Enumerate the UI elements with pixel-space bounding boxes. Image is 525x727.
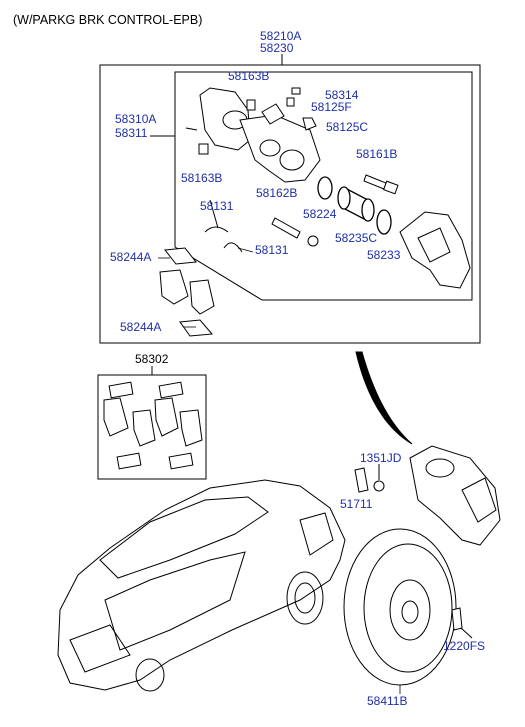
label-guide-rod-2[interactable]: 58162B bbox=[256, 186, 298, 200]
label-carrier[interactable]: 58233 bbox=[367, 248, 401, 262]
label-bleeder-cap[interactable]: 58314 bbox=[325, 88, 359, 102]
brake-disc bbox=[343, 528, 457, 686]
disc-screw bbox=[451, 607, 473, 639]
inner-box bbox=[174, 71, 473, 301]
bleeder-cap-2-icon bbox=[302, 117, 317, 131]
detail-swoosh bbox=[355, 351, 413, 445]
carrier-bracket bbox=[399, 211, 471, 289]
label-bolt-upper[interactable]: 58163B bbox=[228, 69, 270, 83]
label-spring-2[interactable]: 58131 bbox=[255, 243, 289, 257]
spring-icon-1 bbox=[204, 226, 229, 233]
bleeder-screw-icon bbox=[286, 97, 295, 107]
label-assy-top-2[interactable]: 58230 bbox=[260, 41, 294, 55]
bleeder-cap-icon bbox=[291, 87, 301, 95]
diagram-header: (W/PARKG BRK CONTROL-EPB) bbox=[13, 13, 203, 27]
bolt-lower-icon bbox=[198, 143, 209, 155]
dust-boot-icon bbox=[376, 209, 392, 235]
knuckle-bolts bbox=[354, 464, 385, 493]
bleeder-hardware bbox=[185, 87, 317, 155]
assembly-frame bbox=[99, 54, 481, 344]
label-caliper-assy-2[interactable]: 58311 bbox=[115, 126, 148, 140]
label-bleeder-cap-2[interactable]: 58125C bbox=[326, 120, 369, 134]
label-guide-rod[interactable]: 58161B bbox=[356, 147, 398, 161]
pad-kit-parts bbox=[103, 381, 203, 470]
shim-lower-icon bbox=[179, 319, 214, 337]
label-shim-upper[interactable]: 58244A bbox=[110, 250, 152, 264]
label-bolt-51711[interactable]: 51711 bbox=[340, 497, 373, 511]
springs bbox=[204, 199, 243, 253]
pads-upper bbox=[159, 247, 215, 337]
label-bleeder-screw[interactable]: 58125F bbox=[311, 100, 352, 114]
caliper-assembled bbox=[409, 445, 501, 546]
label-piston[interactable]: 58235C bbox=[335, 231, 378, 245]
label-bolt-lower[interactable]: 58163B bbox=[181, 171, 223, 185]
vehicle-outline bbox=[57, 479, 346, 692]
spring-icon-2 bbox=[223, 242, 243, 253]
label-caliper-assy-1[interactable]: 58310A bbox=[115, 112, 157, 126]
washer-icon bbox=[373, 480, 385, 492]
label-seal[interactable]: 58224 bbox=[303, 207, 337, 221]
label-disc-screw[interactable]: 1220FS bbox=[443, 639, 486, 653]
label-spring-1[interactable]: 58131 bbox=[200, 199, 234, 213]
label-assy-top-1[interactable]: 58210A bbox=[260, 29, 302, 43]
piston-parts bbox=[317, 176, 392, 235]
leader-lines bbox=[158, 247, 254, 328]
caliper-housing bbox=[199, 87, 321, 183]
pad-right-icon bbox=[189, 279, 215, 315]
shim-upper-icon bbox=[164, 247, 197, 265]
label-bolt-knuckle[interactable]: 1351JD bbox=[360, 451, 402, 465]
guide-rod-lower bbox=[271, 217, 319, 247]
bolt-upper-icon bbox=[246, 99, 256, 111]
pad-kit-box bbox=[97, 366, 207, 480]
label-shim-lower[interactable]: 58244A bbox=[120, 320, 162, 334]
outer-box bbox=[99, 64, 481, 344]
pad-left-icon bbox=[159, 269, 189, 305]
guide-rod bbox=[363, 174, 399, 195]
bolt-51711-icon bbox=[354, 467, 369, 493]
label-pad-kit[interactable]: 58302 bbox=[135, 352, 169, 366]
seal-icon bbox=[317, 176, 333, 200]
label-disc[interactable]: 58411B bbox=[367, 694, 408, 708]
